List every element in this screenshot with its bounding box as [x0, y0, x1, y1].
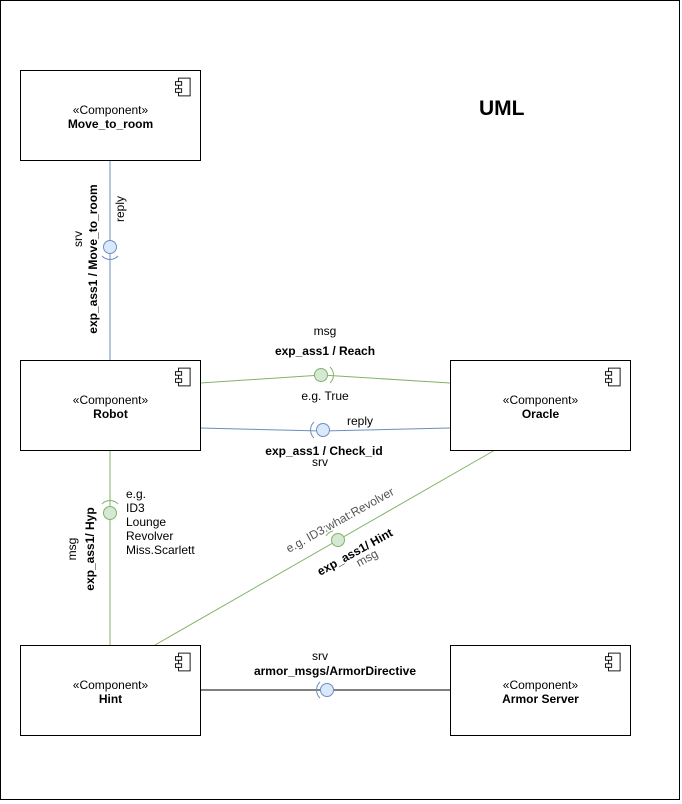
move-type-label: srv: [71, 231, 85, 247]
check-connector-line: [199, 427, 323, 432]
component-stereotype: «Component»: [72, 393, 149, 407]
hint-connector-line: [154, 449, 496, 646]
hyp-provided-interface: [103, 506, 117, 520]
hyp-example-line: Lounge: [126, 515, 167, 529]
component-hint[interactable]: «Component» Hint: [20, 645, 201, 736]
move-required-socket: [101, 255, 119, 260]
hyp-example-line: Revolver: [126, 529, 174, 543]
component-robot[interactable]: «Component» Robot: [20, 360, 201, 451]
move-note-label: reply: [113, 196, 127, 223]
component-oracle[interactable]: «Component» Oracle: [450, 360, 631, 451]
component-stereotype: «Component»: [72, 678, 149, 692]
move-topic-label: exp_ass1 / Move_to_room: [86, 184, 100, 334]
reach-required-socket: [329, 366, 334, 384]
component-icon: [175, 367, 191, 387]
component-name: Oracle: [521, 407, 560, 421]
component-icon: [605, 652, 621, 672]
check-required-socket: [310, 421, 315, 439]
component-armor-server[interactable]: «Component» Armor Server: [450, 645, 631, 736]
hyp-required-socket: [101, 500, 119, 505]
armor-type-label: srv: [312, 649, 328, 663]
hyp-example-line: ID3: [126, 501, 145, 515]
check-topic-label: exp_ass1 / Check_id: [265, 444, 383, 458]
reach-example-label: e.g. True: [301, 389, 349, 403]
check-note-label: reply: [346, 414, 373, 428]
component-stereotype: «Component»: [502, 393, 579, 407]
component-move-to-room[interactable]: «Component» Move_to_room: [20, 70, 201, 161]
move-provided-interface: [103, 240, 117, 254]
component-stereotype: «Component»: [502, 678, 579, 692]
armor-required-socket: [316, 681, 321, 699]
reach-provided-interface: [314, 368, 328, 382]
hint-provided-interface: [331, 533, 345, 547]
check-provided-interface: [316, 423, 330, 437]
diagram-title: UML: [479, 97, 525, 120]
reach-connector-line-2: [321, 374, 451, 384]
reach-type-label: msg: [313, 324, 337, 338]
component-name: Hint: [98, 692, 123, 706]
component-icon: [605, 367, 621, 387]
hyp-type-label: msg: [65, 537, 79, 561]
hyp-example-line: Miss.Scarlett: [126, 543, 195, 557]
component-name: Armor Server: [502, 692, 579, 706]
armor-topic-label: armor_msgs/ArmorDirective: [253, 664, 417, 678]
component-name: Move_to_room: [67, 117, 154, 131]
component-stereotype: «Component»: [72, 103, 149, 117]
hyp-example-line: e.g.: [126, 487, 147, 501]
armor-provided-interface: [320, 683, 334, 697]
reach-topic-label: exp_ass1 / Reach: [274, 344, 376, 358]
component-name: Robot: [93, 407, 128, 421]
check-type-label: srv: [312, 455, 328, 469]
component-icon: [175, 77, 191, 97]
component-icon: [175, 652, 191, 672]
hyp-topic-label: exp_ass1/ Hyp: [83, 507, 97, 591]
reach-connector-line: [199, 374, 323, 384]
hint-required-socket: [325, 530, 334, 537]
check-connector-line-2: [321, 427, 451, 432]
